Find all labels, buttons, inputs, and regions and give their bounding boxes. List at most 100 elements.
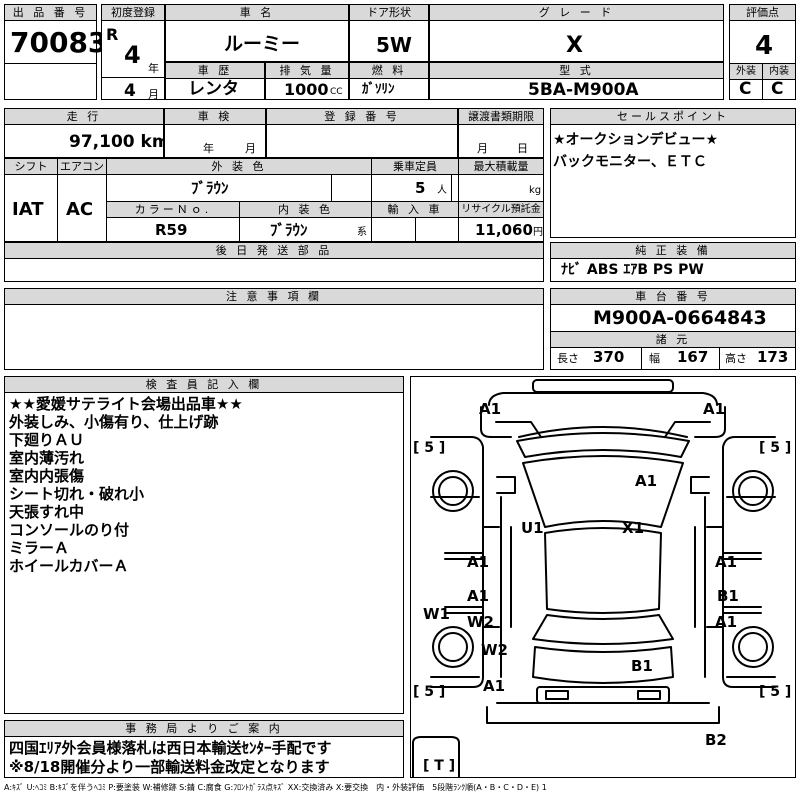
- interior-label: 内装: [763, 64, 795, 80]
- divider: [57, 159, 58, 241]
- damage-mark: A1: [467, 587, 490, 605]
- model: 5BA-M900A: [528, 80, 639, 100]
- height-label: 高さ: [725, 352, 747, 365]
- damage-mark: B1: [631, 657, 653, 675]
- damage-mark: A1: [715, 553, 738, 571]
- damage-mark: W1: [423, 605, 450, 623]
- sales-point-line: バックモニター、ＥＴＣ: [553, 154, 707, 170]
- inspector-label: 検 査 員 記 入 欄: [5, 377, 403, 393]
- damage-mark: W2: [481, 641, 508, 659]
- int-color-unit: 系: [357, 227, 367, 238]
- note-line: ミラーＡ: [9, 539, 70, 557]
- legend: A:ｷｽﾞ U:ﾍｺﾐ B:ｷｽﾞを伴うﾍｺﾐ P:要塗装 W:補修跡 S:錆 …: [4, 783, 547, 792]
- divider: [641, 347, 642, 369]
- width: 167: [677, 348, 709, 366]
- history-box: 車 歴 レンタ: [165, 62, 265, 100]
- office-label: 事 務 局 よ り ご 案 内: [5, 721, 403, 737]
- grade-box: グ レ ー ド X: [429, 4, 724, 62]
- inspector-notes: ★★愛媛サテライト会場出品車★★ 外装しみ、小傷有り、仕上げ跡 下廻りＡＵ 室内…: [9, 395, 243, 575]
- chassis-number: M900A-0664843: [593, 307, 767, 329]
- score: 4: [755, 31, 774, 61]
- vehicle-details-box: シフト エアコン 外 装 色 乗車定員 最大積載量 IAT AC ﾌﾞﾗｳﾝ 5…: [4, 158, 544, 242]
- note-line: ★★愛媛サテライト会場出品車★★: [9, 395, 243, 413]
- history: レンタ: [188, 79, 239, 99]
- shift-label: シフト: [5, 159, 57, 175]
- damage-mark: X1: [622, 519, 645, 537]
- era: R: [106, 25, 119, 44]
- damage-mark: A1: [479, 400, 502, 418]
- exterior-label: 外装: [730, 64, 762, 80]
- aircon-label: エアコン: [58, 159, 106, 175]
- ext-color: ﾌﾞﾗｳﾝ: [191, 179, 229, 197]
- fuel-label: 燃 料: [350, 63, 428, 79]
- inspection-box: 車 検 年 月: [164, 108, 266, 158]
- damage-mark: A1: [703, 400, 726, 418]
- reg-month-unit: 月: [148, 88, 159, 101]
- damage-mark: W2: [467, 613, 494, 631]
- car-outline: [412, 379, 776, 777]
- damage-diagram: [ 5 ] [ 5 ] [ 5 ] [ 5 ] [ T ] A1 A1 A1 U…: [410, 376, 796, 778]
- recycle: 11,060: [475, 221, 533, 239]
- score-label: 評価点: [730, 5, 795, 21]
- displacement-box: 排 気 量 1000 CC: [265, 62, 349, 100]
- fuel: ｶﾞｿﾘﾝ: [362, 82, 395, 97]
- divider: [451, 175, 452, 201]
- grade-label: グ レ ー ド: [430, 5, 723, 21]
- grade: X: [566, 33, 583, 58]
- mileage-label: 走 行: [5, 109, 163, 125]
- transfer-label: 譲渡書類期限: [459, 109, 543, 125]
- car-name: ルーミー: [224, 33, 301, 55]
- registration-box: 登 録 番 号: [266, 108, 458, 158]
- tire-rear-left: [ 5 ]: [413, 684, 446, 700]
- car-name-label: 車 名: [166, 5, 348, 21]
- import-label: 輸 入 車: [372, 202, 458, 218]
- damage-mark: U1: [521, 519, 544, 537]
- genuine-box: 純 正 装 備 ﾅﾋﾞ ABS ｴｱB PS PW: [550, 242, 796, 282]
- score-split: [762, 64, 763, 99]
- score-box: 評価点 4 外装 内装 C C: [729, 4, 796, 100]
- displacement: 1000: [284, 80, 329, 99]
- divider: [106, 201, 543, 202]
- fuel-box: 燃 料 ｶﾞｿﾘﾝ: [349, 62, 429, 100]
- capacity-label: 乗車定員: [372, 159, 458, 175]
- reg-year-unit: 年: [148, 62, 159, 75]
- divider: [239, 202, 240, 241]
- height: 173: [757, 348, 789, 366]
- recycle-unit: 円: [533, 227, 543, 238]
- door-box: ドア形状 5W: [349, 4, 429, 62]
- color-no: R59: [155, 221, 188, 239]
- ext-color-label: 外 装 色: [107, 159, 371, 175]
- tire-front-left: [ 5 ]: [413, 440, 446, 456]
- max-load-unit: kg: [529, 185, 542, 196]
- registration-label: 登 録 番 号: [267, 109, 457, 125]
- genuine-equipment: ﾅﾋﾞ ABS ｴｱB PS PW: [561, 262, 704, 278]
- transfer-month-unit: 月: [477, 142, 488, 155]
- int-color-label: 内 装 色: [240, 202, 371, 218]
- transfer-box: 譲渡書類期限 月 日: [458, 108, 544, 158]
- damage-mark: A1: [483, 677, 506, 695]
- recycle-label: リサイクル預託金: [459, 202, 543, 218]
- lot-number-box: 出 品 番 号 70083: [4, 4, 107, 100]
- reg-month: 4: [124, 81, 136, 101]
- damage-mark: B2: [705, 731, 727, 749]
- note-line: 天張すれ中: [9, 503, 85, 521]
- divider: [371, 159, 372, 241]
- office-box: 事 務 局 よ り ご 案 内 四国ｴﾘｱ外会員様落札は西日本輸送ｾﾝﾀｰ手配で…: [4, 720, 404, 778]
- max-load-label: 最大積載量: [459, 159, 543, 175]
- office-note: ※8/18開催分より一部輸送料金改定となります: [9, 758, 330, 776]
- aircon: AC: [66, 199, 94, 220]
- damage-mark: A1: [635, 472, 658, 490]
- insp-year-unit: 年: [203, 142, 214, 155]
- later-parts-label: 後 日 発 送 部 品: [5, 243, 543, 259]
- caution-box: 注 意 事 項 欄: [4, 288, 544, 370]
- note-line: 室内薄汚れ: [9, 449, 85, 467]
- insp-month-unit: 月: [245, 142, 256, 155]
- model-box: 型 式 5BA-M900A: [429, 62, 724, 100]
- interior-grade: C: [771, 79, 784, 99]
- caution-label: 注 意 事 項 欄: [5, 289, 543, 305]
- length: 370: [593, 348, 625, 366]
- damage-mark: A1: [715, 613, 738, 631]
- damage-mark: A1: [467, 553, 490, 571]
- capacity: 5: [415, 179, 426, 197]
- divider: [331, 175, 332, 201]
